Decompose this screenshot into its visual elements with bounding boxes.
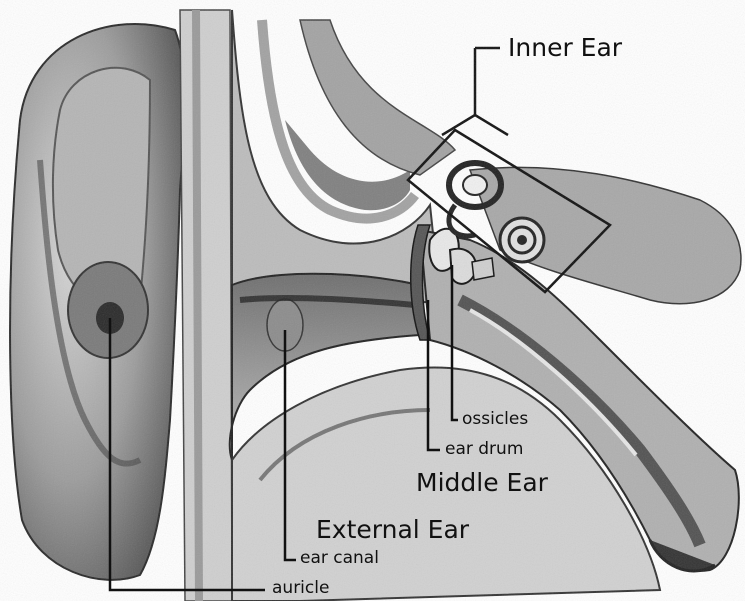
ossicles-label: ossicles <box>462 411 528 428</box>
ear-drum-label: ear drum <box>445 441 523 458</box>
middle-ear-label: Middle Ear <box>416 470 548 495</box>
auricle-label: auricle <box>272 580 329 597</box>
external-ear-label: External Ear <box>316 517 469 542</box>
ear-canal-label: ear canal <box>300 550 379 567</box>
inner-ear-label: Inner Ear <box>508 35 622 60</box>
